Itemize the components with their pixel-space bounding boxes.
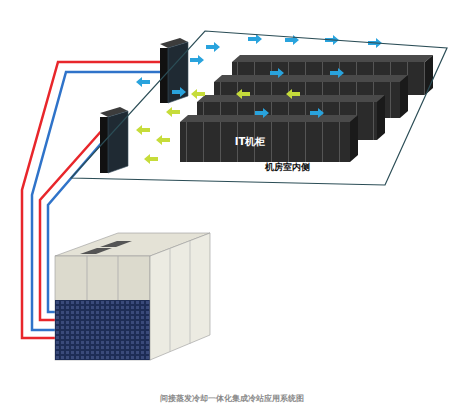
fan (80, 248, 112, 254)
cabinet-row-label: IT机柜 (180, 122, 350, 162)
room-floor: 机房室内侧IT机柜 (70, 30, 448, 186)
cabinet-top (232, 55, 433, 62)
air-arrow (136, 77, 150, 87)
air-arrow (191, 89, 205, 99)
coil-grille (55, 300, 150, 360)
caption: 间接蒸发冷却一体化集成冷站应用系统图 (0, 393, 463, 404)
air-arrow (136, 125, 150, 135)
air-arrow (166, 107, 180, 117)
cabinet-label: IT机柜 (180, 122, 350, 162)
cabinet-side (377, 95, 385, 140)
air-arrow (310, 108, 324, 118)
cabinet-row (180, 115, 358, 162)
panel-seam (87, 256, 88, 300)
unit-front (168, 42, 188, 103)
airflow-arrows (136, 89, 300, 164)
indoor-unit (100, 107, 128, 173)
room-outline (70, 30, 448, 186)
unit-front (108, 111, 128, 173)
panel-seam (118, 256, 119, 300)
panel-seam (170, 248, 171, 352)
unit-side (150, 233, 210, 360)
air-arrow (255, 108, 269, 118)
cabinet-top (214, 75, 408, 82)
cabinet-side (400, 75, 408, 118)
air-arrow (286, 89, 300, 99)
air-arrow (156, 135, 170, 145)
room-floor-outline (71, 31, 447, 185)
air-arrow (248, 34, 262, 44)
indoor-unit (160, 38, 188, 103)
cabinet-side (350, 115, 358, 162)
air-arrow (330, 68, 344, 78)
cabinet-front (180, 122, 350, 162)
outdoor-unit (55, 233, 210, 360)
panel-seam (190, 241, 191, 344)
air-arrow (206, 42, 220, 52)
air-arrow (172, 87, 186, 97)
fan (100, 241, 132, 247)
cabinet-top (180, 115, 358, 122)
air-arrow (144, 154, 158, 164)
airflow-arrows (136, 34, 382, 118)
unit-front (55, 256, 150, 360)
air-arrow (236, 89, 250, 99)
room-label: 机房室内侧 (242, 161, 332, 174)
air-arrow (270, 68, 284, 78)
air-arrow (190, 55, 204, 65)
